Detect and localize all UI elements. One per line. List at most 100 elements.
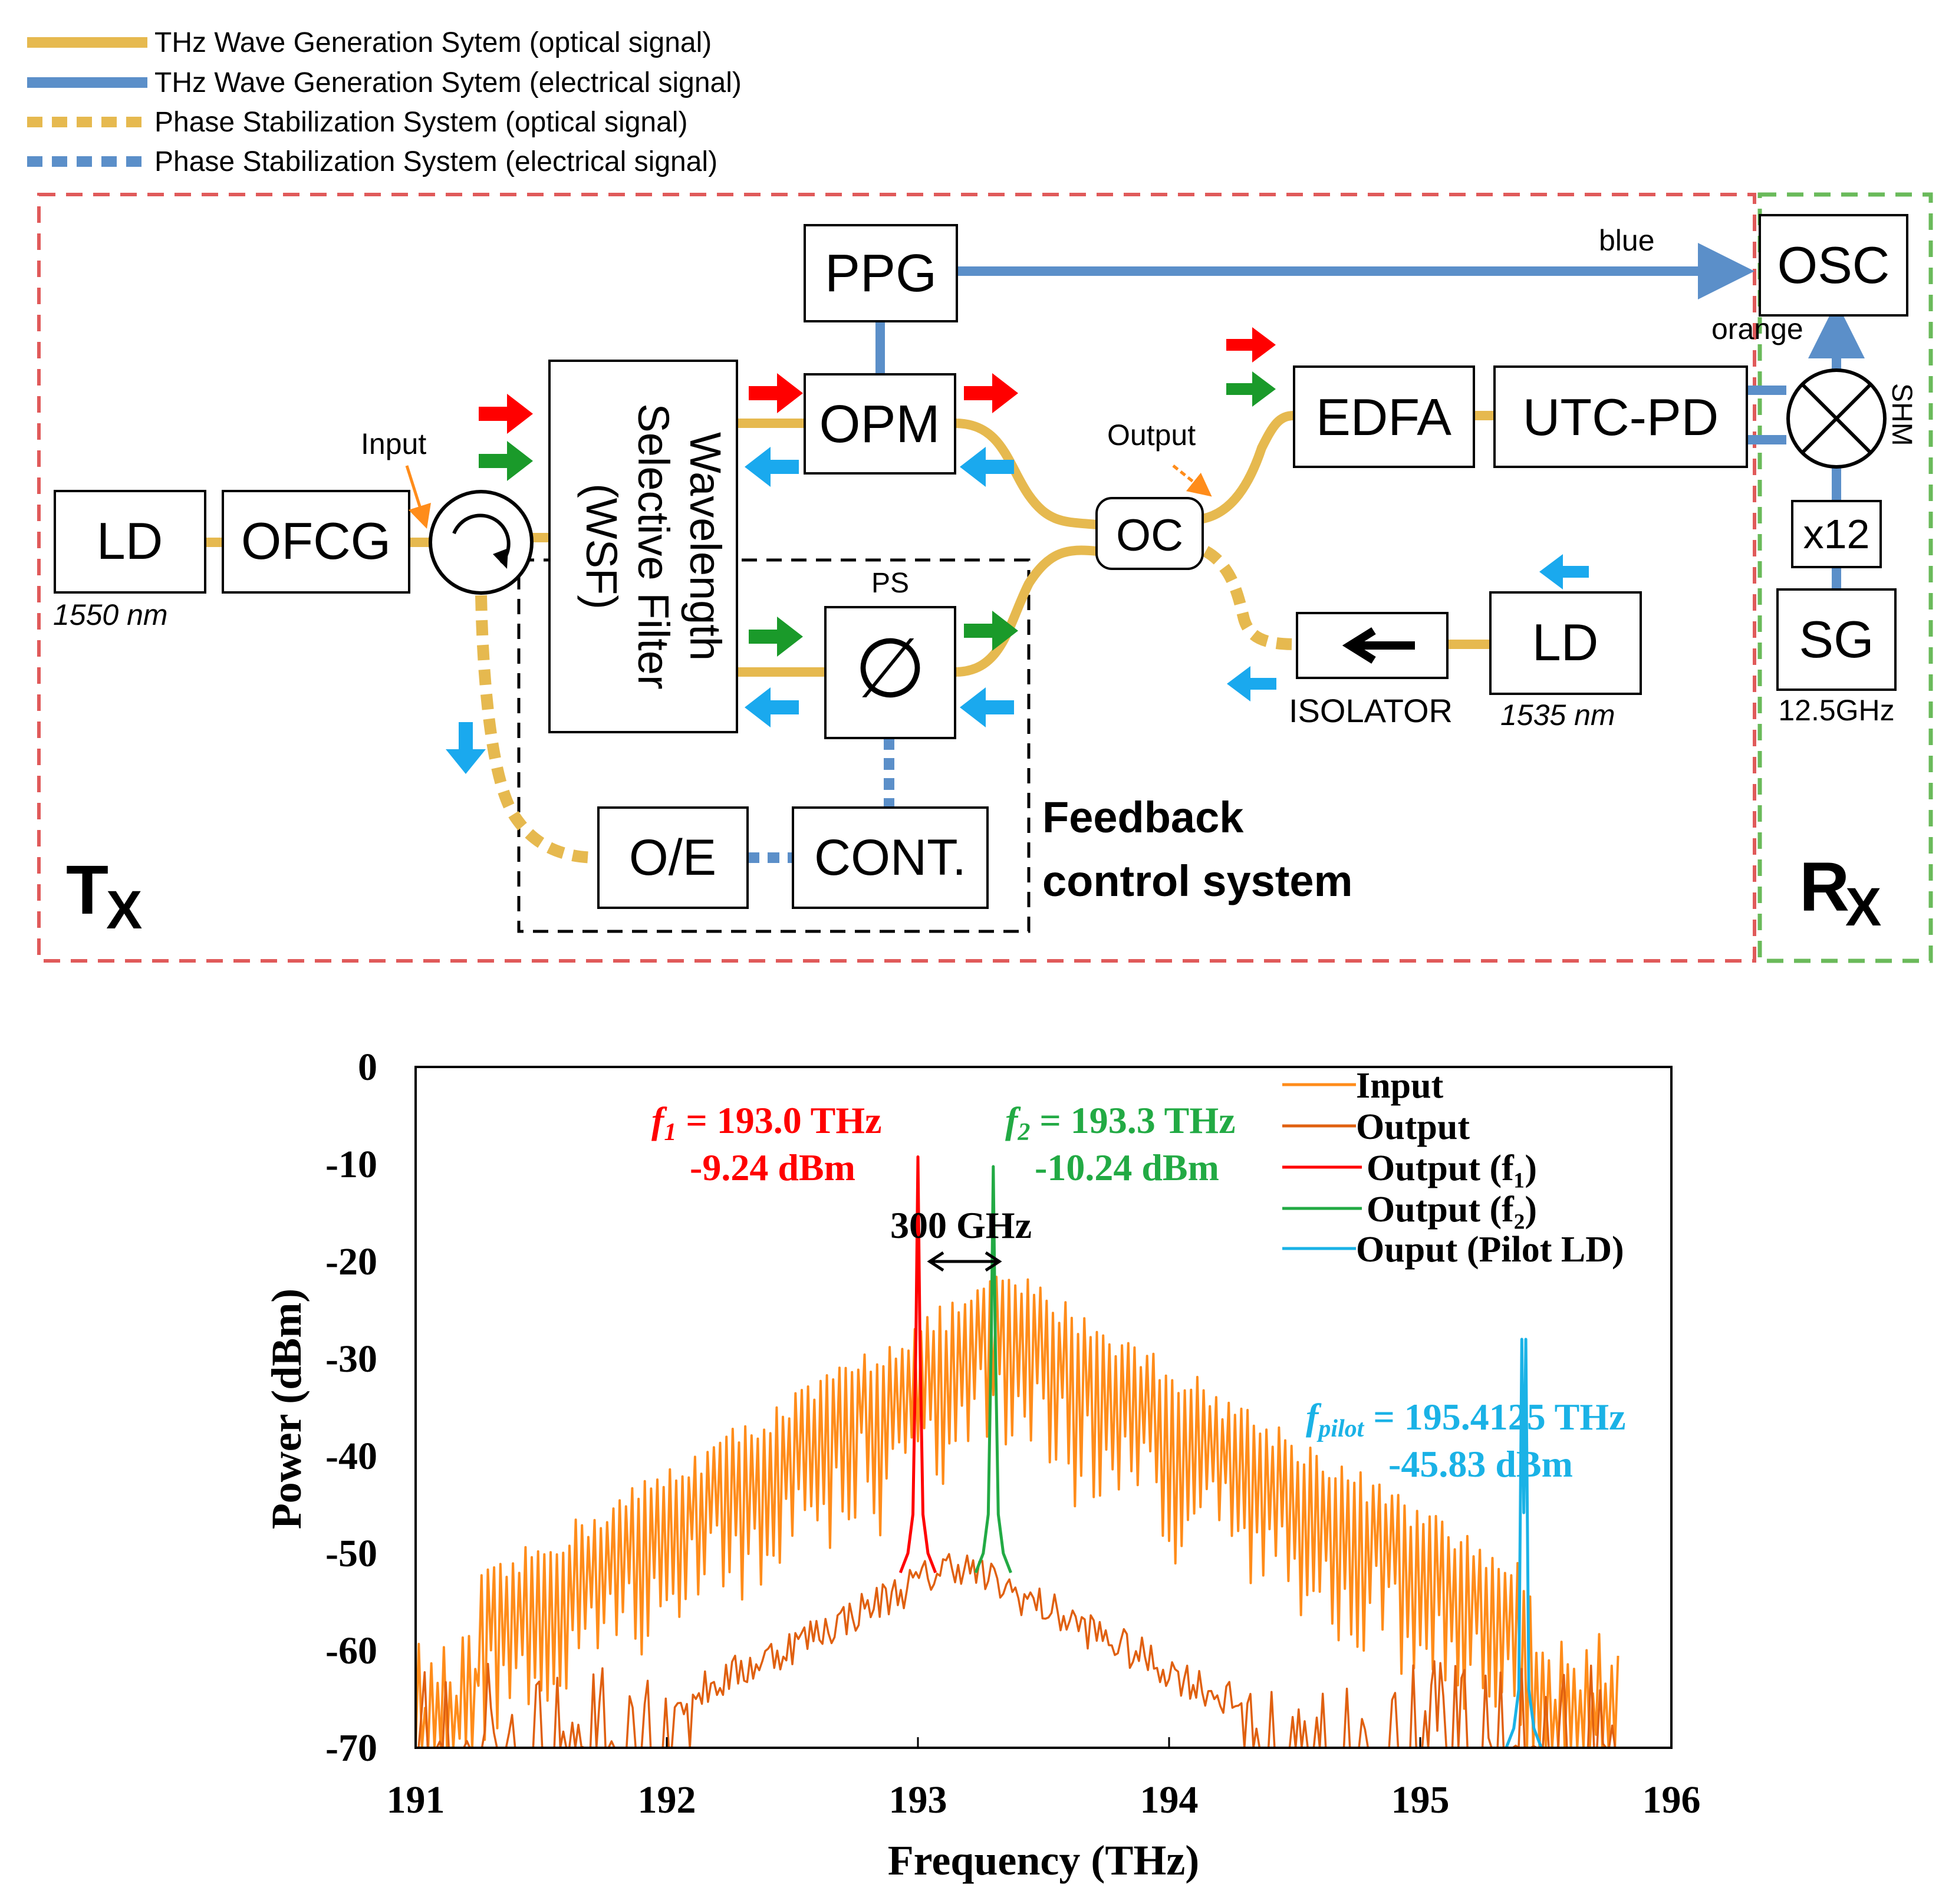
x-tick-label: 196: [1642, 1778, 1701, 1821]
ps-block: PS ∅: [824, 568, 956, 739]
arrow-blue-left-icon: [745, 687, 799, 727]
svg-text:OFCG: OFCG: [241, 512, 391, 570]
optical-links: [205, 411, 1495, 677]
arrow-red-right-icon: [964, 373, 1018, 413]
wsf-block: Wavelength Selective Filter (WSF): [548, 360, 738, 733]
arrow-blue-left-icon: [960, 447, 1014, 487]
input-trace: [414, 1276, 1619, 1749]
output-f2-trace: [974, 1165, 1012, 1573]
x-tick-label: 193: [889, 1778, 947, 1821]
feedback-region: [517, 558, 1031, 933]
ps-label: PS: [871, 568, 909, 599]
legend-item-electrical-phase: Phase Stabilization System (electrical s…: [154, 146, 717, 177]
electrical-links: [875, 243, 1865, 589]
svg-text:EDFA: EDFA: [1316, 388, 1451, 446]
blue-label: blue: [1599, 224, 1655, 257]
svg-text:(WSF): (WSF): [577, 483, 626, 610]
left-arrow-icon: [1342, 627, 1415, 664]
x-tick-label: 195: [1391, 1778, 1450, 1821]
feedback-label-2: control system: [1042, 857, 1352, 905]
shm-mixer: SHM: [1786, 368, 1917, 469]
y-tick-label: -10: [325, 1143, 377, 1186]
sg-frequency: 12.5GHz: [1778, 694, 1894, 727]
svg-text:OPM: OPM: [819, 395, 940, 454]
f2-annotation: f2 = 193.3 THz -10.24 dBm: [1005, 1099, 1236, 1188]
y-tick-label: -40: [325, 1435, 377, 1478]
arrow-blue-down-icon: [446, 722, 486, 774]
legend-output: Output: [1356, 1107, 1470, 1147]
edfa-block: EDFA: [1293, 365, 1475, 468]
ld-tx-block: LD 1550 nm: [53, 490, 206, 631]
oe-block: O/E: [597, 806, 749, 909]
svg-text:Wavelength: Wavelength: [681, 432, 730, 661]
isolator-block: ISOLATOR: [1289, 612, 1453, 729]
svg-text:O/E: O/E: [629, 829, 716, 886]
x-axis-label: Frequency (THz): [888, 1837, 1200, 1884]
spacing-arrow-icon: [927, 1251, 1002, 1272]
y-tick-label: 0: [358, 1046, 377, 1089]
input-pointer: [405, 465, 431, 529]
ld-pilot-wavelength: 1535 nm: [1500, 699, 1615, 732]
tx-label: T X: [66, 851, 142, 940]
input-label: Input: [361, 427, 426, 460]
arrow-green-right-icon: [964, 611, 1018, 651]
rx-label: R X: [1799, 848, 1881, 937]
rx-region: [1757, 192, 1933, 963]
svg-text:CONT.: CONT.: [814, 829, 966, 886]
ld-pilot-block: LD 1535 nm: [1489, 591, 1642, 732]
legend-output-f2: Output (f₂): [1367, 1190, 1537, 1230]
svg-text:LD: LD: [1532, 613, 1599, 671]
y-tick-label: -30: [325, 1338, 377, 1381]
shm-label: SHM: [1886, 383, 1917, 446]
arrow-blue-left-icon: [960, 687, 1014, 727]
arrow-red-right-icon: [749, 373, 803, 413]
svg-text:UTC-PD: UTC-PD: [1523, 388, 1719, 446]
legend-item-optical-thz: THz Wave Generation Sytem (optical signa…: [154, 27, 712, 58]
svg-text:LD: LD: [97, 512, 163, 570]
legend-input: Input: [1356, 1066, 1444, 1106]
ofcg-block: OFCG: [222, 490, 410, 594]
legend-output-f1: Output (f₁): [1367, 1148, 1537, 1188]
opm-block: OPM: [804, 373, 956, 475]
chart-legend: Input Output Output (f₁) Output (f₂) Oup…: [1282, 1066, 1624, 1270]
svg-text:OSC: OSC: [1777, 236, 1890, 294]
phase-shifter-icon: ∅: [854, 622, 926, 714]
legend-item-optical-phase: Phase Stabilization System (optical sign…: [154, 107, 687, 138]
oc-block: OC: [1095, 497, 1204, 570]
orange-label: orange: [1711, 312, 1803, 345]
svg-text:f2 = 193.3 THz: f2 = 193.3 THz: [1005, 1099, 1236, 1146]
svg-text:T: T: [66, 851, 108, 929]
svg-text:f1 = 193.0 THz: f1 = 193.0 THz: [651, 1099, 882, 1146]
pilot-annotation: fpilot = 195.4125 THz -45.83 dBm: [1306, 1396, 1626, 1485]
svg-text:-45.83 dBm: -45.83 dBm: [1388, 1443, 1573, 1485]
utcpd-block: UTC-PD: [1493, 365, 1748, 468]
circulator: [429, 490, 534, 595]
plot-frame: [414, 1066, 1673, 1749]
arrow-blue-left-icon: [1227, 666, 1276, 701]
output-f1-trace: [898, 1155, 937, 1573]
svg-text:Selective Filter: Selective Filter: [629, 403, 678, 689]
svg-text:fpilot = 195.4125 THz: fpilot = 195.4125 THz: [1306, 1396, 1626, 1442]
svg-text:R: R: [1799, 848, 1849, 926]
arrow-red-right-icon: [1226, 327, 1276, 363]
svg-text:x12: x12: [1803, 511, 1870, 557]
legend-item-electrical-thz: THz Wave Generation Sytem (electrical si…: [154, 67, 742, 98]
arrow-blue-left-icon: [1539, 554, 1589, 589]
osc-block: OSC: [1759, 214, 1908, 317]
phase-optical-links: [475, 546, 1298, 864]
cont-block: CONT.: [792, 806, 989, 909]
output-pointer: [1172, 465, 1212, 497]
signal-arrows: [446, 327, 1589, 774]
svg-text:PPG: PPG: [825, 244, 937, 303]
output-label: Output: [1107, 419, 1196, 452]
svg-text:X: X: [1845, 877, 1881, 937]
spacing-annotation: 300 GHz: [890, 1204, 1032, 1246]
arrow-green-right-icon: [749, 617, 803, 657]
y-axis-label: Power (dBm): [263, 1289, 310, 1530]
x12-block: x12: [1791, 500, 1882, 568]
svg-text:SG: SG: [1799, 610, 1874, 668]
ld-tx-wavelength: 1550 nm: [53, 598, 168, 631]
svg-text:-9.24 dBm: -9.24 dBm: [690, 1147, 855, 1188]
